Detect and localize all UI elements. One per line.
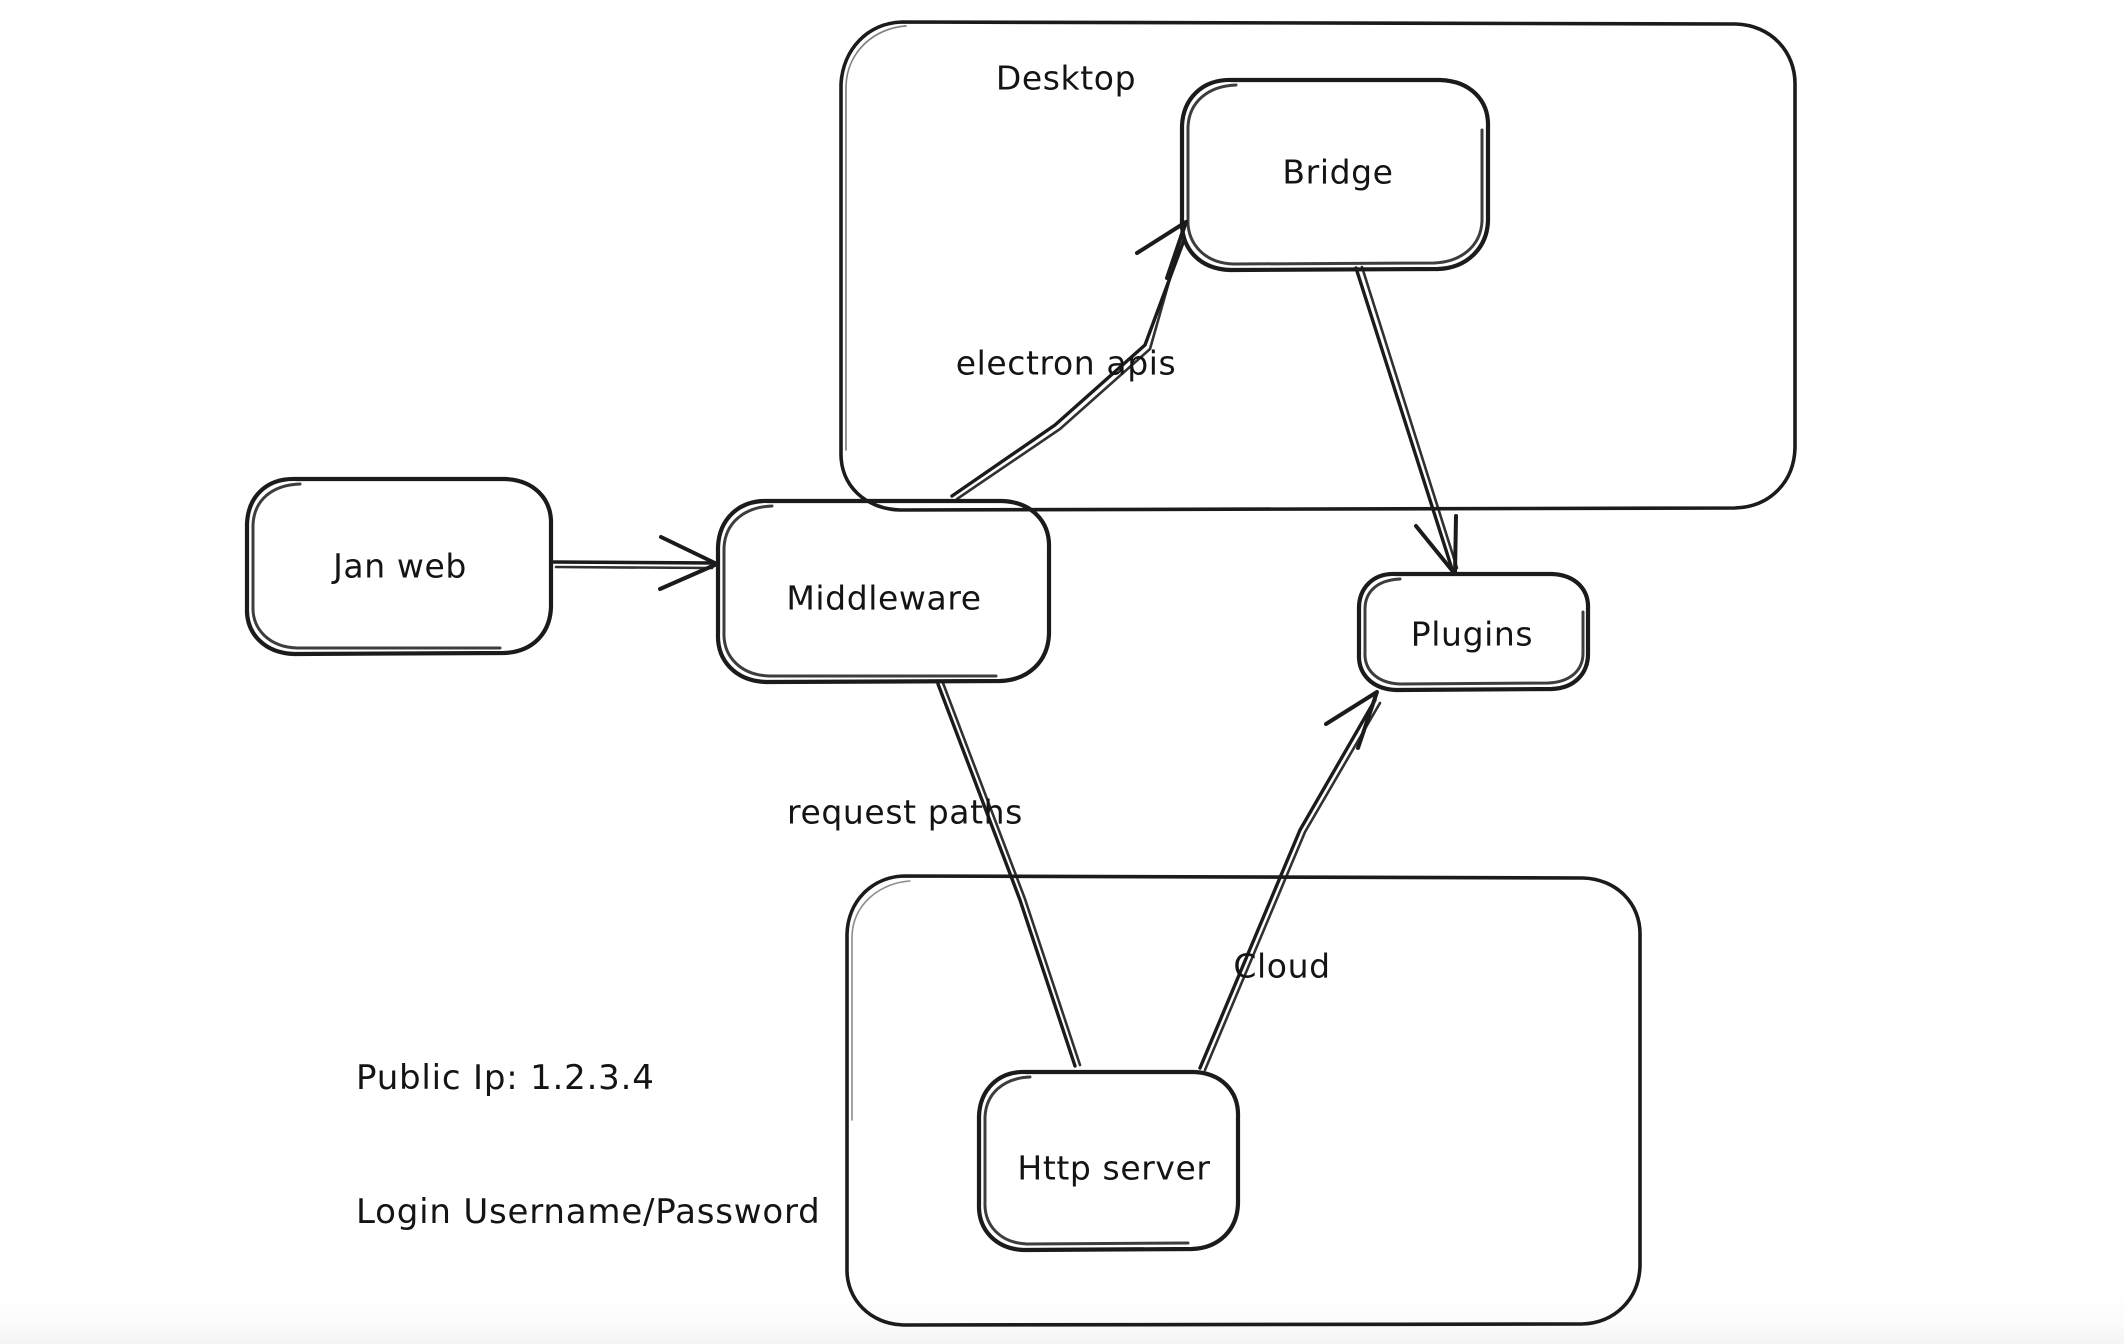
group-label-desktop: Desktop (995, 58, 1137, 98)
node-jan-web[interactable] (244, 476, 554, 657)
edge-http-to-plugins (1198, 690, 1382, 1072)
note-connection-info: Public Ip: 1.2.3.4 Login Username/Passwo… (356, 966, 821, 1325)
edge-bridge-to-plugins (1354, 265, 1459, 576)
group-label-cloud: Cloud (1233, 946, 1331, 986)
group-cloud (845, 874, 1642, 1327)
node-plugins[interactable] (1356, 571, 1591, 693)
note-login-credentials: Login Username/Password (356, 1192, 821, 1233)
node-label-middleware: Middleware (786, 578, 982, 618)
node-label-plugins: Plugins (1410, 614, 1534, 654)
node-label-bridge: Bridge (1282, 152, 1394, 192)
node-bridge[interactable] (1179, 77, 1491, 273)
group-desktop (839, 20, 1797, 512)
edge-jan-to-middleware (552, 535, 719, 591)
edge-label-request-paths: request paths (787, 792, 1023, 832)
edge-middleware-to-bridge (950, 220, 1188, 501)
node-middleware[interactable] (715, 498, 1052, 685)
node-label-http-server: Http server (1017, 1148, 1211, 1188)
edge-middleware-to-http (936, 681, 1082, 1068)
node-http-server[interactable] (976, 1069, 1241, 1253)
note-public-ip: Public Ip: 1.2.3.4 (356, 1057, 655, 1098)
edge-label-electron-apis: electron apis (955, 343, 1177, 383)
node-label-jan-web: Jan web (333, 546, 467, 586)
